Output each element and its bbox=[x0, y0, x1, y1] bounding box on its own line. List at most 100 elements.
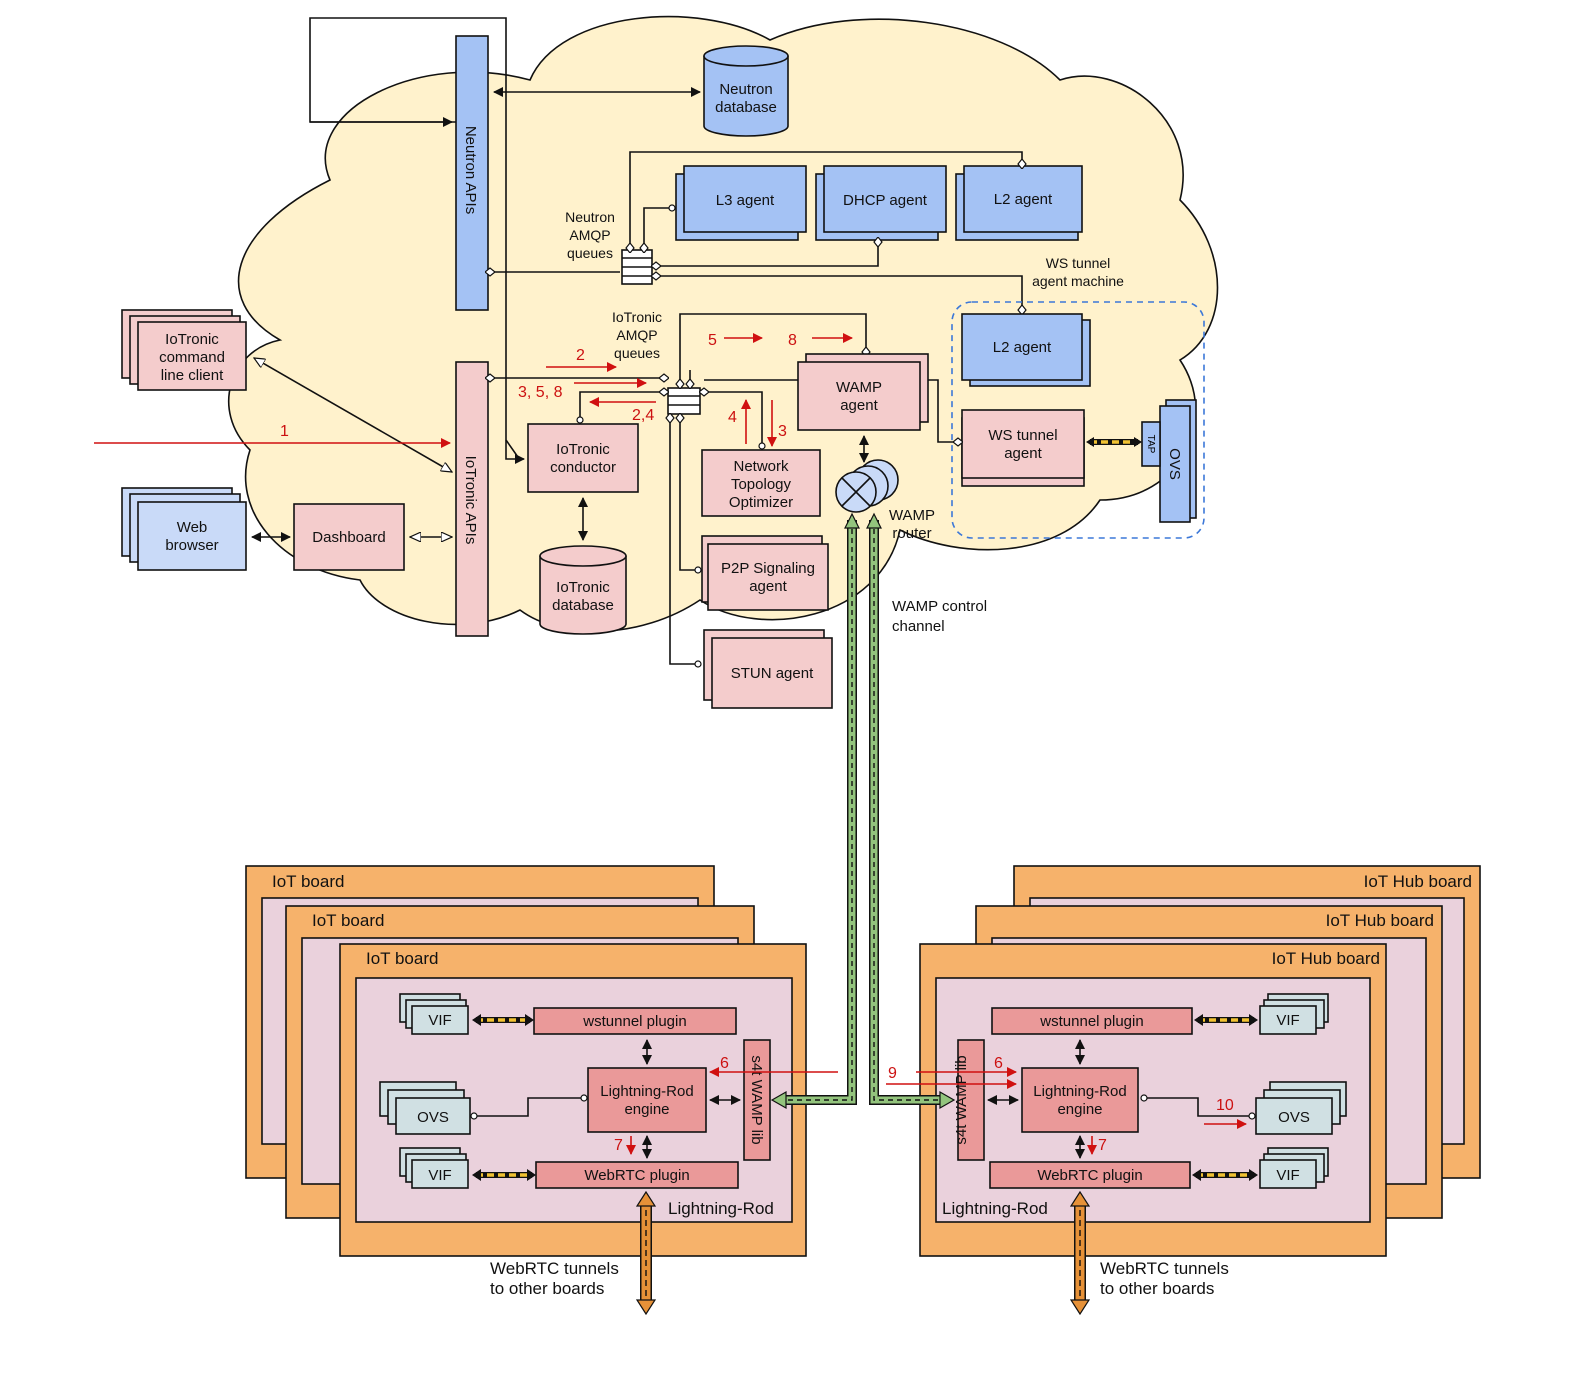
webrtc-right-label-2: to other boards bbox=[1100, 1279, 1214, 1298]
l2-agent: L2 agent bbox=[955, 165, 1083, 241]
iotronic-amqp-label-1: IoTronic bbox=[612, 309, 662, 325]
iot-wstunnel-label: wstunnel plugin bbox=[582, 1013, 686, 1030]
ws-tunnel-agent-machine: WS tunnel agent machine bbox=[951, 255, 1205, 539]
dashboard: Dashboard bbox=[293, 503, 405, 571]
hub-board-stack: IoT Hub board IoT Hub board IoT Hub boar… bbox=[919, 865, 1481, 1257]
iot-wstunnel-plugin: wstunnel plugin bbox=[533, 1007, 737, 1035]
p2p-signaling-agent: P2P Signaling agent bbox=[701, 535, 829, 611]
l2-agent-label: L2 agent bbox=[994, 191, 1053, 208]
wamp-channel-label-1: WAMP control bbox=[892, 598, 987, 615]
hub-step-10-label: 10 bbox=[1216, 1097, 1234, 1114]
wamp-agent-label-1: WAMP bbox=[836, 379, 882, 396]
neutron-database-label-2: database bbox=[715, 99, 777, 116]
step-4-label: 4 bbox=[728, 409, 737, 426]
step-3-label: 3 bbox=[778, 423, 787, 440]
iotronic-amqp-label-2: AMQP bbox=[616, 327, 657, 343]
nto-label-1: Network bbox=[733, 458, 789, 475]
hub-vif-top-label: VIF bbox=[1276, 1012, 1299, 1029]
ws-ovs-label: OVS bbox=[1166, 448, 1183, 480]
neutron-amqp-label-2: AMQP bbox=[569, 227, 610, 243]
hub-board-title-2: IoT Hub board bbox=[1326, 911, 1434, 930]
ws-tap-yellow-link bbox=[1086, 437, 1142, 447]
hub-webrtc-plugin: WebRTC plugin bbox=[989, 1161, 1191, 1189]
iot-wamp-lib-label: s4t WAMP lib bbox=[748, 1055, 765, 1144]
web-browser-label-1: Web bbox=[177, 519, 208, 536]
top-step-arrows bbox=[546, 333, 853, 447]
hub-step-6-label: 6 bbox=[994, 1055, 1003, 1072]
iot-vif-top: VIF bbox=[399, 993, 469, 1035]
hub-ovs: OVS bbox=[1255, 1081, 1347, 1135]
neutron-apis-conductor-link bbox=[505, 440, 525, 464]
iotronic-amqp-queues: IoTronic AMQP queues bbox=[612, 309, 701, 415]
hub-step-9-label: 9 bbox=[888, 1065, 897, 1082]
iot-board-title-3: IoT board bbox=[366, 949, 438, 968]
hub-wamp-lib-label: s4t WAMP lib bbox=[953, 1055, 970, 1144]
hub-yellow-links bbox=[1192, 1014, 1258, 1181]
iot-yellow-links bbox=[472, 1014, 536, 1181]
wamp-control-channel-left bbox=[770, 512, 860, 1110]
iot-wamp-lib: s4t WAMP lib bbox=[743, 1039, 771, 1161]
l3-agent: L3 agent bbox=[675, 165, 807, 241]
ws-ovs: OVS bbox=[1159, 399, 1197, 523]
neutron-apis-label: Neutron APIs bbox=[462, 126, 479, 214]
wamp-router: WAMP router bbox=[835, 459, 935, 542]
iotronic-conductor: IoTronic conductor bbox=[527, 423, 639, 493]
step-5-label: 5 bbox=[708, 332, 717, 349]
cli-apis-link bbox=[254, 358, 452, 472]
ws-tunnel-agent-label-2: agent bbox=[1004, 445, 1042, 462]
dhcp-agent-label: DHCP agent bbox=[843, 192, 928, 209]
web-browser: Web browser bbox=[121, 487, 247, 571]
l3-agent-label: L3 agent bbox=[716, 192, 775, 209]
iot-board-title-1: IoT board bbox=[272, 872, 344, 891]
iot-board-lr-label: Lightning-Rod bbox=[668, 1199, 774, 1218]
iot-ovs-label: OVS bbox=[417, 1109, 449, 1126]
ws-machine-label-1: WS tunnel bbox=[1046, 255, 1111, 271]
hub-internal-links bbox=[987, 1039, 1256, 1159]
iot-engine-label-1: Lightning-Rod bbox=[600, 1083, 693, 1100]
iotronic-database-label-2: database bbox=[552, 597, 614, 614]
stun-agent: STUN agent bbox=[703, 629, 833, 709]
hub-engine-label-2: engine bbox=[1057, 1101, 1102, 1118]
step-358-label: 3, 5, 8 bbox=[518, 384, 563, 401]
iotronic-database: IoTronic database bbox=[539, 545, 627, 635]
hub-wstunnel-label: wstunnel plugin bbox=[1039, 1013, 1143, 1030]
hub-wamp-lib: s4t WAMP lib bbox=[953, 1039, 985, 1161]
webrtc-tunnel-left bbox=[635, 1190, 657, 1316]
wamp-agent-label-2: agent bbox=[840, 397, 878, 414]
iot-engine: Lightning-Rod engine bbox=[587, 1067, 707, 1133]
p2p-agent-label-1: P2P Signaling bbox=[721, 560, 815, 577]
stun-agent-label: STUN agent bbox=[731, 665, 814, 682]
neutron-amqp-label-3: queues bbox=[567, 245, 613, 261]
wamp-router-label-2: router bbox=[892, 525, 931, 542]
iotronic-conductor-label-1: IoTronic bbox=[556, 441, 610, 458]
hub-step-7-label: 7 bbox=[1098, 1137, 1107, 1154]
hub-wstunnel-plugin: wstunnel plugin bbox=[991, 1007, 1193, 1035]
iot-engine-label-2: engine bbox=[624, 1101, 669, 1118]
wamp-router-label-1: WAMP bbox=[889, 507, 935, 524]
webrtc-left-label-1: WebRTC tunnels bbox=[490, 1259, 619, 1278]
iot-board-title-2: IoT board bbox=[312, 911, 384, 930]
iotronic-conductor-label-2: conductor bbox=[550, 459, 616, 476]
iot-vif-bottom: VIF bbox=[399, 1147, 469, 1189]
dashboard-label: Dashboard bbox=[312, 529, 385, 546]
hub-board-title-3: IoT Hub board bbox=[1272, 949, 1380, 968]
iotronic-cli: IoTronic command line client bbox=[121, 309, 247, 391]
hub-webrtc-label: WebRTC plugin bbox=[1037, 1167, 1142, 1184]
ws-tunnel-agent-label-1: WS tunnel bbox=[988, 427, 1057, 444]
hub-board-title-1: IoT Hub board bbox=[1364, 872, 1472, 891]
iotronic-cli-label-3: line client bbox=[161, 367, 224, 384]
neutron-database: Neutron database bbox=[703, 45, 789, 137]
iot-vif-top-label: VIF bbox=[428, 1012, 451, 1029]
neutron-amqp-queues: Neutron AMQP queues bbox=[565, 209, 653, 285]
wamp-agent: WAMP agent bbox=[797, 353, 929, 431]
nto-label-3: Optimizer bbox=[729, 494, 793, 511]
neutron-amqp-label-1: Neutron bbox=[565, 209, 615, 225]
ws-tap-label: TAP bbox=[1145, 435, 1156, 454]
iot-webrtc-label: WebRTC plugin bbox=[584, 1167, 689, 1184]
step-1-label: 1 bbox=[280, 423, 289, 440]
step-24-label: 2,4 bbox=[632, 407, 654, 424]
ws-l2-agent-label: L2 agent bbox=[993, 339, 1052, 356]
network-topology-optimizer: Network Topology Optimizer bbox=[701, 449, 821, 517]
web-browser-label-2: browser bbox=[165, 537, 218, 554]
